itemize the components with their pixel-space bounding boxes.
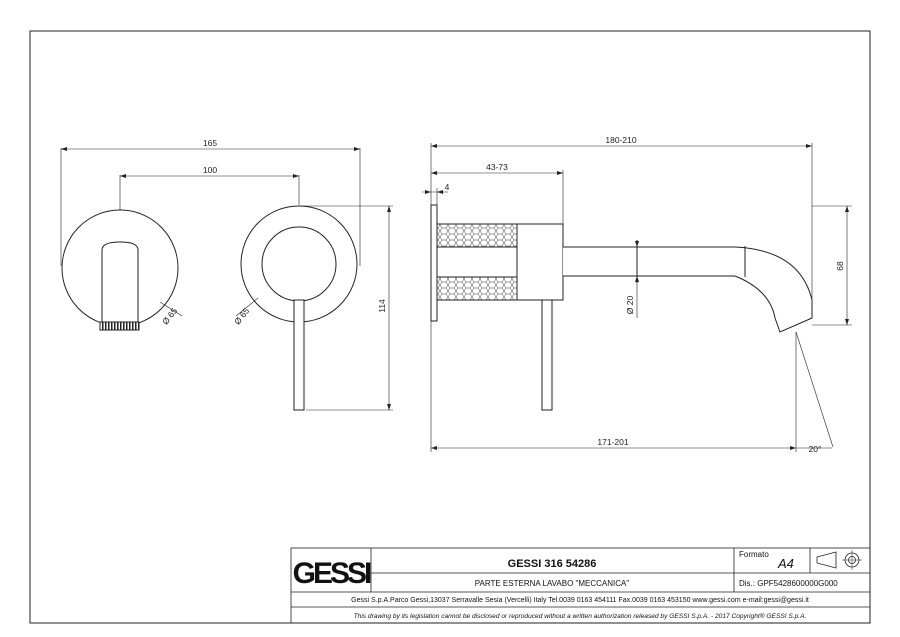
- side-arrows: [425, 144, 849, 450]
- knurled-body-top: [436, 223, 518, 248]
- dim-front-spacing: 100: [203, 165, 217, 175]
- dim-spout-drop: 68: [835, 261, 845, 271]
- brand-logo: GESSI: [293, 557, 371, 590]
- format-label: Formato: [739, 550, 769, 559]
- dim-side-total: 180-210: [605, 135, 636, 145]
- handle-hub: [516, 223, 564, 301]
- knurled-body-bottom: [436, 276, 518, 301]
- title-block: [290, 547, 871, 624]
- front-arrows: [61, 147, 391, 410]
- format-value: A4: [777, 556, 794, 571]
- product-code: GESSI 316 54286: [508, 558, 597, 570]
- aerator-front: [99, 321, 140, 331]
- dim-height: 114: [377, 299, 387, 313]
- dim-angle: 20°: [809, 444, 822, 454]
- drawing-number: Dis.: GPF5428600000G000: [739, 579, 838, 588]
- dim-pipe-diameter: Ø 20: [625, 296, 635, 315]
- side-dimensions: [422, 143, 852, 452]
- dim-handle-diameter: Ø 65: [232, 306, 251, 327]
- legal-notice: This drawing by its legislation cannot b…: [354, 612, 807, 620]
- lever-front: [293, 299, 305, 411]
- dim-side-body: 43-73: [486, 162, 508, 172]
- dim-front-total: 165: [203, 138, 217, 148]
- projection-symbol-icon: [816, 550, 862, 570]
- front-dimensions: [60, 148, 393, 411]
- front-view: [61, 205, 358, 411]
- lever-side: [541, 299, 553, 411]
- side-view: [430, 204, 813, 411]
- spout-pipe: [563, 246, 813, 333]
- company-address: Gessi S.p.A.Parco Gessi,13037 Serravalle…: [351, 597, 809, 604]
- dim-side-bottom: 171-201: [597, 437, 628, 447]
- sheet-border: [29, 30, 871, 624]
- product-description: PARTE ESTERNA LAVABO "MECCANICA": [475, 579, 630, 588]
- handle-rosette-inner: [261, 226, 337, 302]
- wall-plate: [430, 204, 438, 322]
- dim-spout-diameter: Ø 65: [160, 306, 179, 327]
- dim-plate: 4: [445, 182, 450, 192]
- spout-front: [101, 241, 139, 323]
